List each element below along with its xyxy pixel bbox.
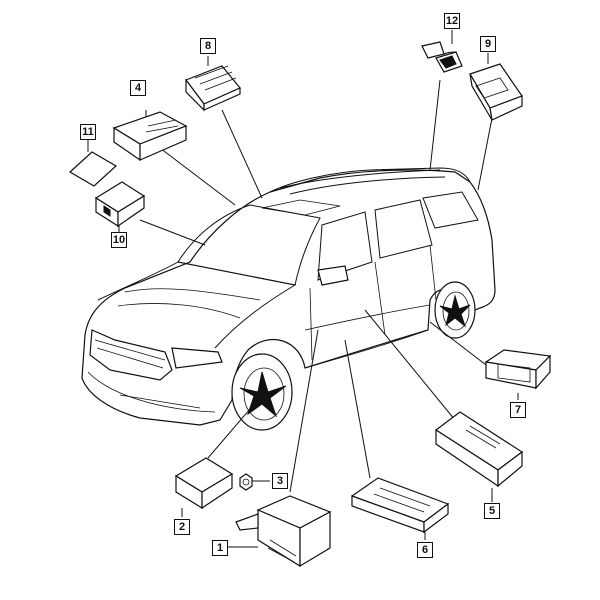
- module-1: [235, 495, 332, 568]
- callout-11-label: 11: [82, 125, 94, 138]
- sensor-12: [421, 41, 463, 73]
- callout-10: 10: [111, 232, 127, 248]
- callout-4: 4: [130, 80, 146, 96]
- callout-3: 3: [272, 473, 288, 489]
- callout-2: 2: [174, 519, 190, 535]
- callout-5-label: 5: [488, 504, 496, 517]
- callout-7-label: 7: [514, 403, 522, 416]
- callout-5: 5: [484, 503, 500, 519]
- callout-11: 11: [80, 124, 96, 140]
- module-7: [484, 349, 552, 390]
- module-10: [94, 181, 146, 228]
- nut-3: [239, 473, 253, 491]
- callout-6-label: 6: [421, 543, 429, 556]
- callout-9-label: 9: [484, 37, 492, 50]
- module-9: [469, 63, 523, 121]
- callout-8: 8: [200, 38, 216, 54]
- callout-1: 1: [212, 540, 228, 556]
- vehicle-illustration: [81, 167, 496, 431]
- module-8: [185, 65, 241, 112]
- leader-lines: [87, 30, 519, 548]
- callout-9: 9: [480, 36, 496, 52]
- module-5: [434, 411, 524, 488]
- callout-10-label: 10: [112, 233, 126, 246]
- module-4: [112, 111, 188, 162]
- module-6: [350, 477, 450, 534]
- callout-6: 6: [417, 542, 433, 558]
- callout-4-label: 4: [134, 81, 142, 94]
- module-2: [174, 457, 234, 510]
- callout-3-label: 3: [276, 474, 284, 487]
- callout-12-label: 12: [445, 14, 459, 27]
- callout-8-label: 8: [204, 39, 212, 52]
- label-11: [68, 151, 118, 187]
- callout-7: 7: [510, 402, 526, 418]
- callout-1-label: 1: [216, 541, 224, 554]
- callout-12: 12: [444, 13, 460, 29]
- callout-2-label: 2: [178, 520, 186, 533]
